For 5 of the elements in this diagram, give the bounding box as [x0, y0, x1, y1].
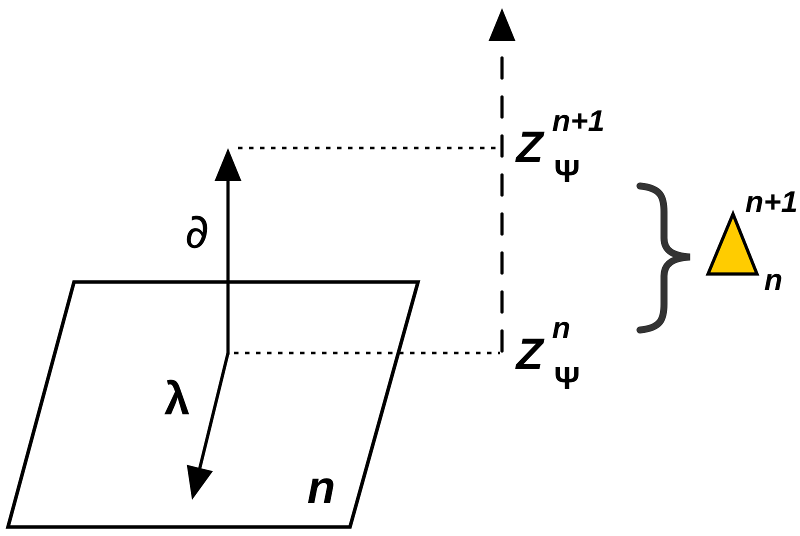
math-symbol: ZnΨ — [515, 322, 578, 389]
arrow-label: λ — [164, 380, 190, 414]
subscript-label: n — [764, 274, 782, 290]
math-symbol: Zn+1Ψ — [515, 110, 603, 182]
superscript-label: n+1 — [746, 191, 796, 212]
